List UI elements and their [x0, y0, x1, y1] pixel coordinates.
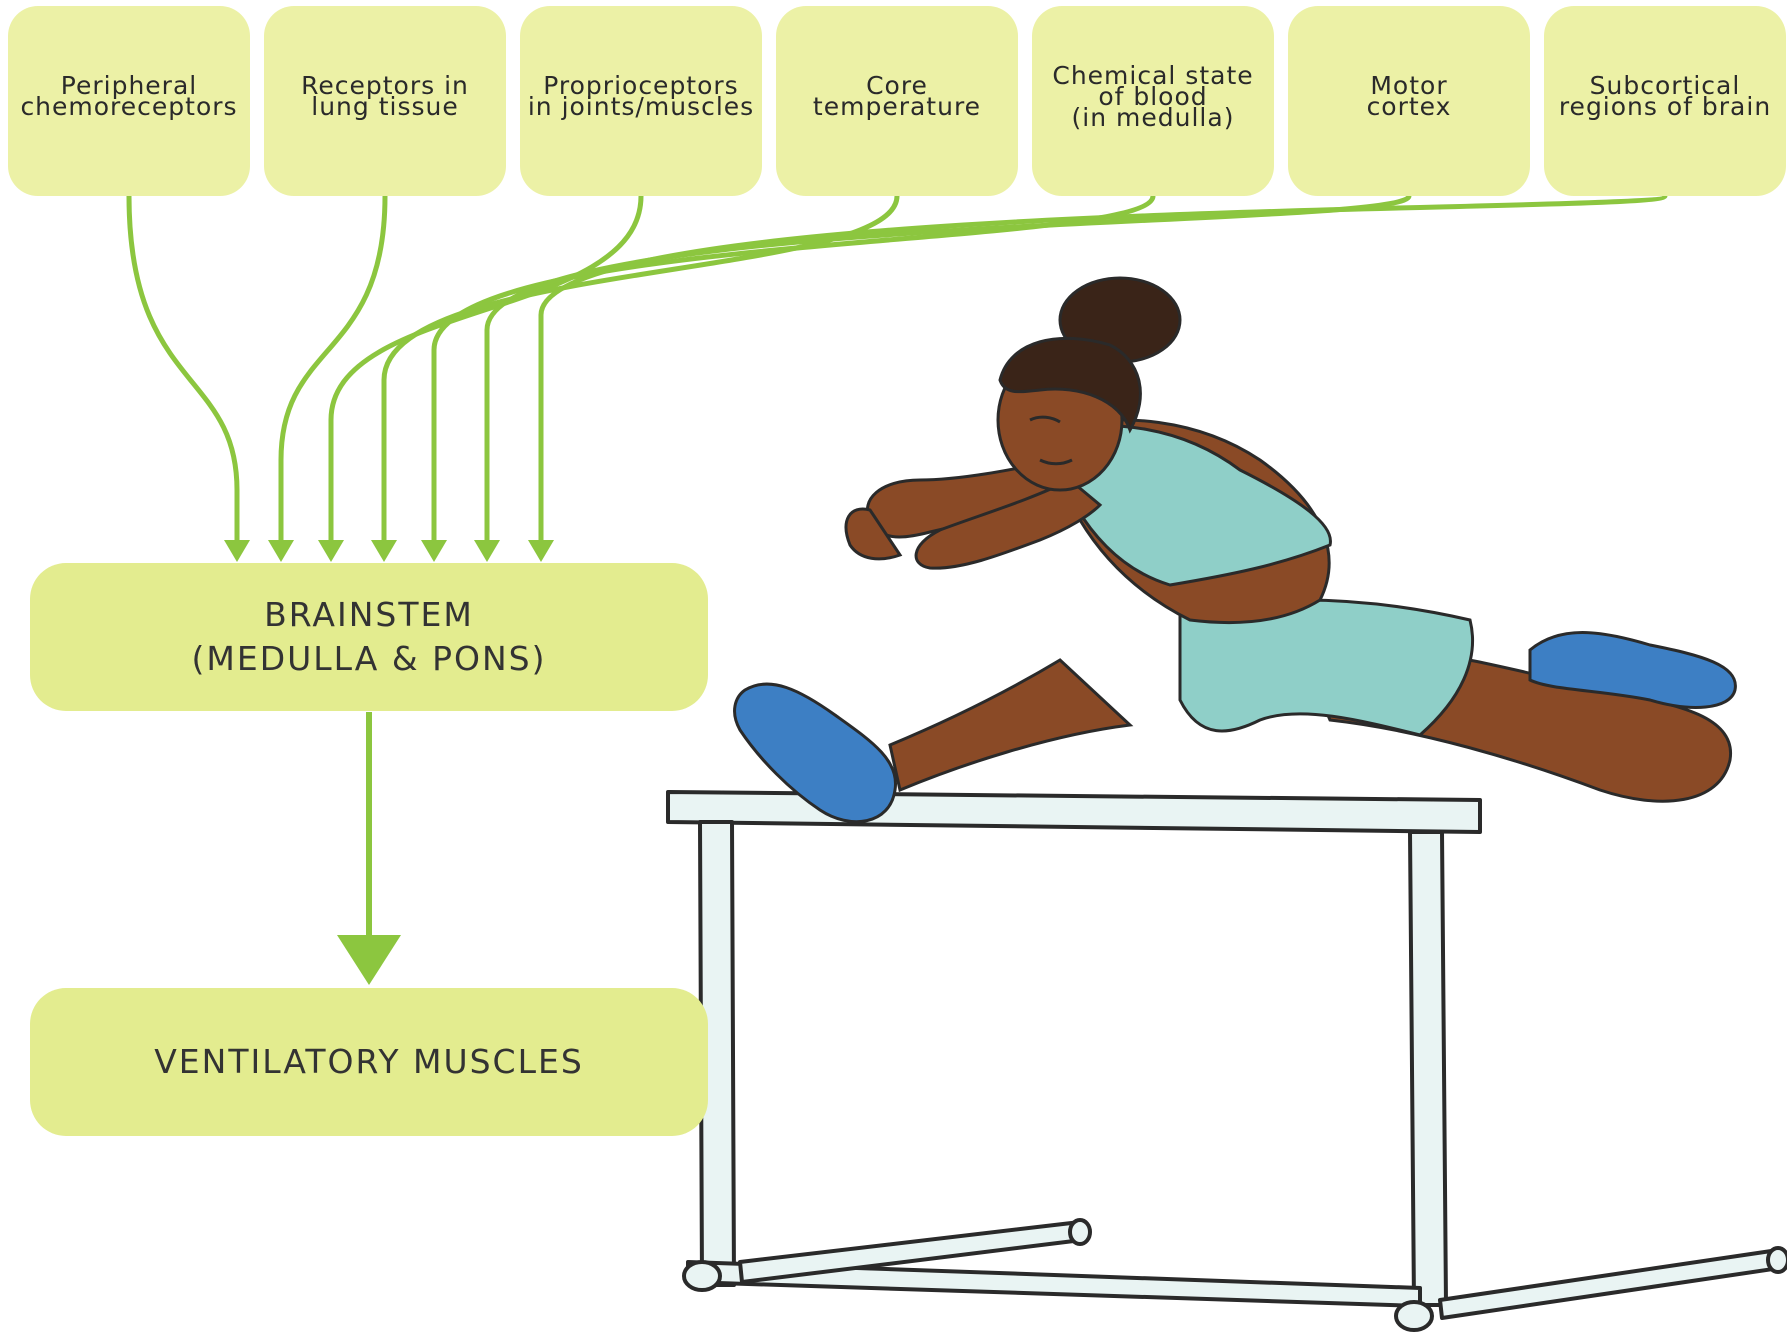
- input-box-line: lung tissue: [301, 96, 469, 117]
- brainstem-label: BRAINSTEM: [264, 593, 474, 637]
- input-box-line: in joints/muscles: [528, 96, 754, 117]
- input-box-line: regions of brain: [1559, 96, 1771, 117]
- input-box-line: chemoreceptors: [20, 96, 237, 117]
- ventilatory-muscles-label: VENTILATORY MUSCLES: [154, 1040, 584, 1084]
- hurdle: [668, 792, 1787, 1330]
- brainstem-box: BRAINSTEM (MEDULLA & PONS): [30, 563, 708, 711]
- input-box-line: (in medulla): [1052, 107, 1253, 128]
- input-box-line: cortex: [1367, 96, 1452, 117]
- ventilatory-muscles-box: VENTILATORY MUSCLES: [30, 988, 708, 1136]
- input-box-line: temperature: [813, 96, 981, 117]
- brainstem-sublabel: (MEDULLA & PONS): [192, 637, 547, 681]
